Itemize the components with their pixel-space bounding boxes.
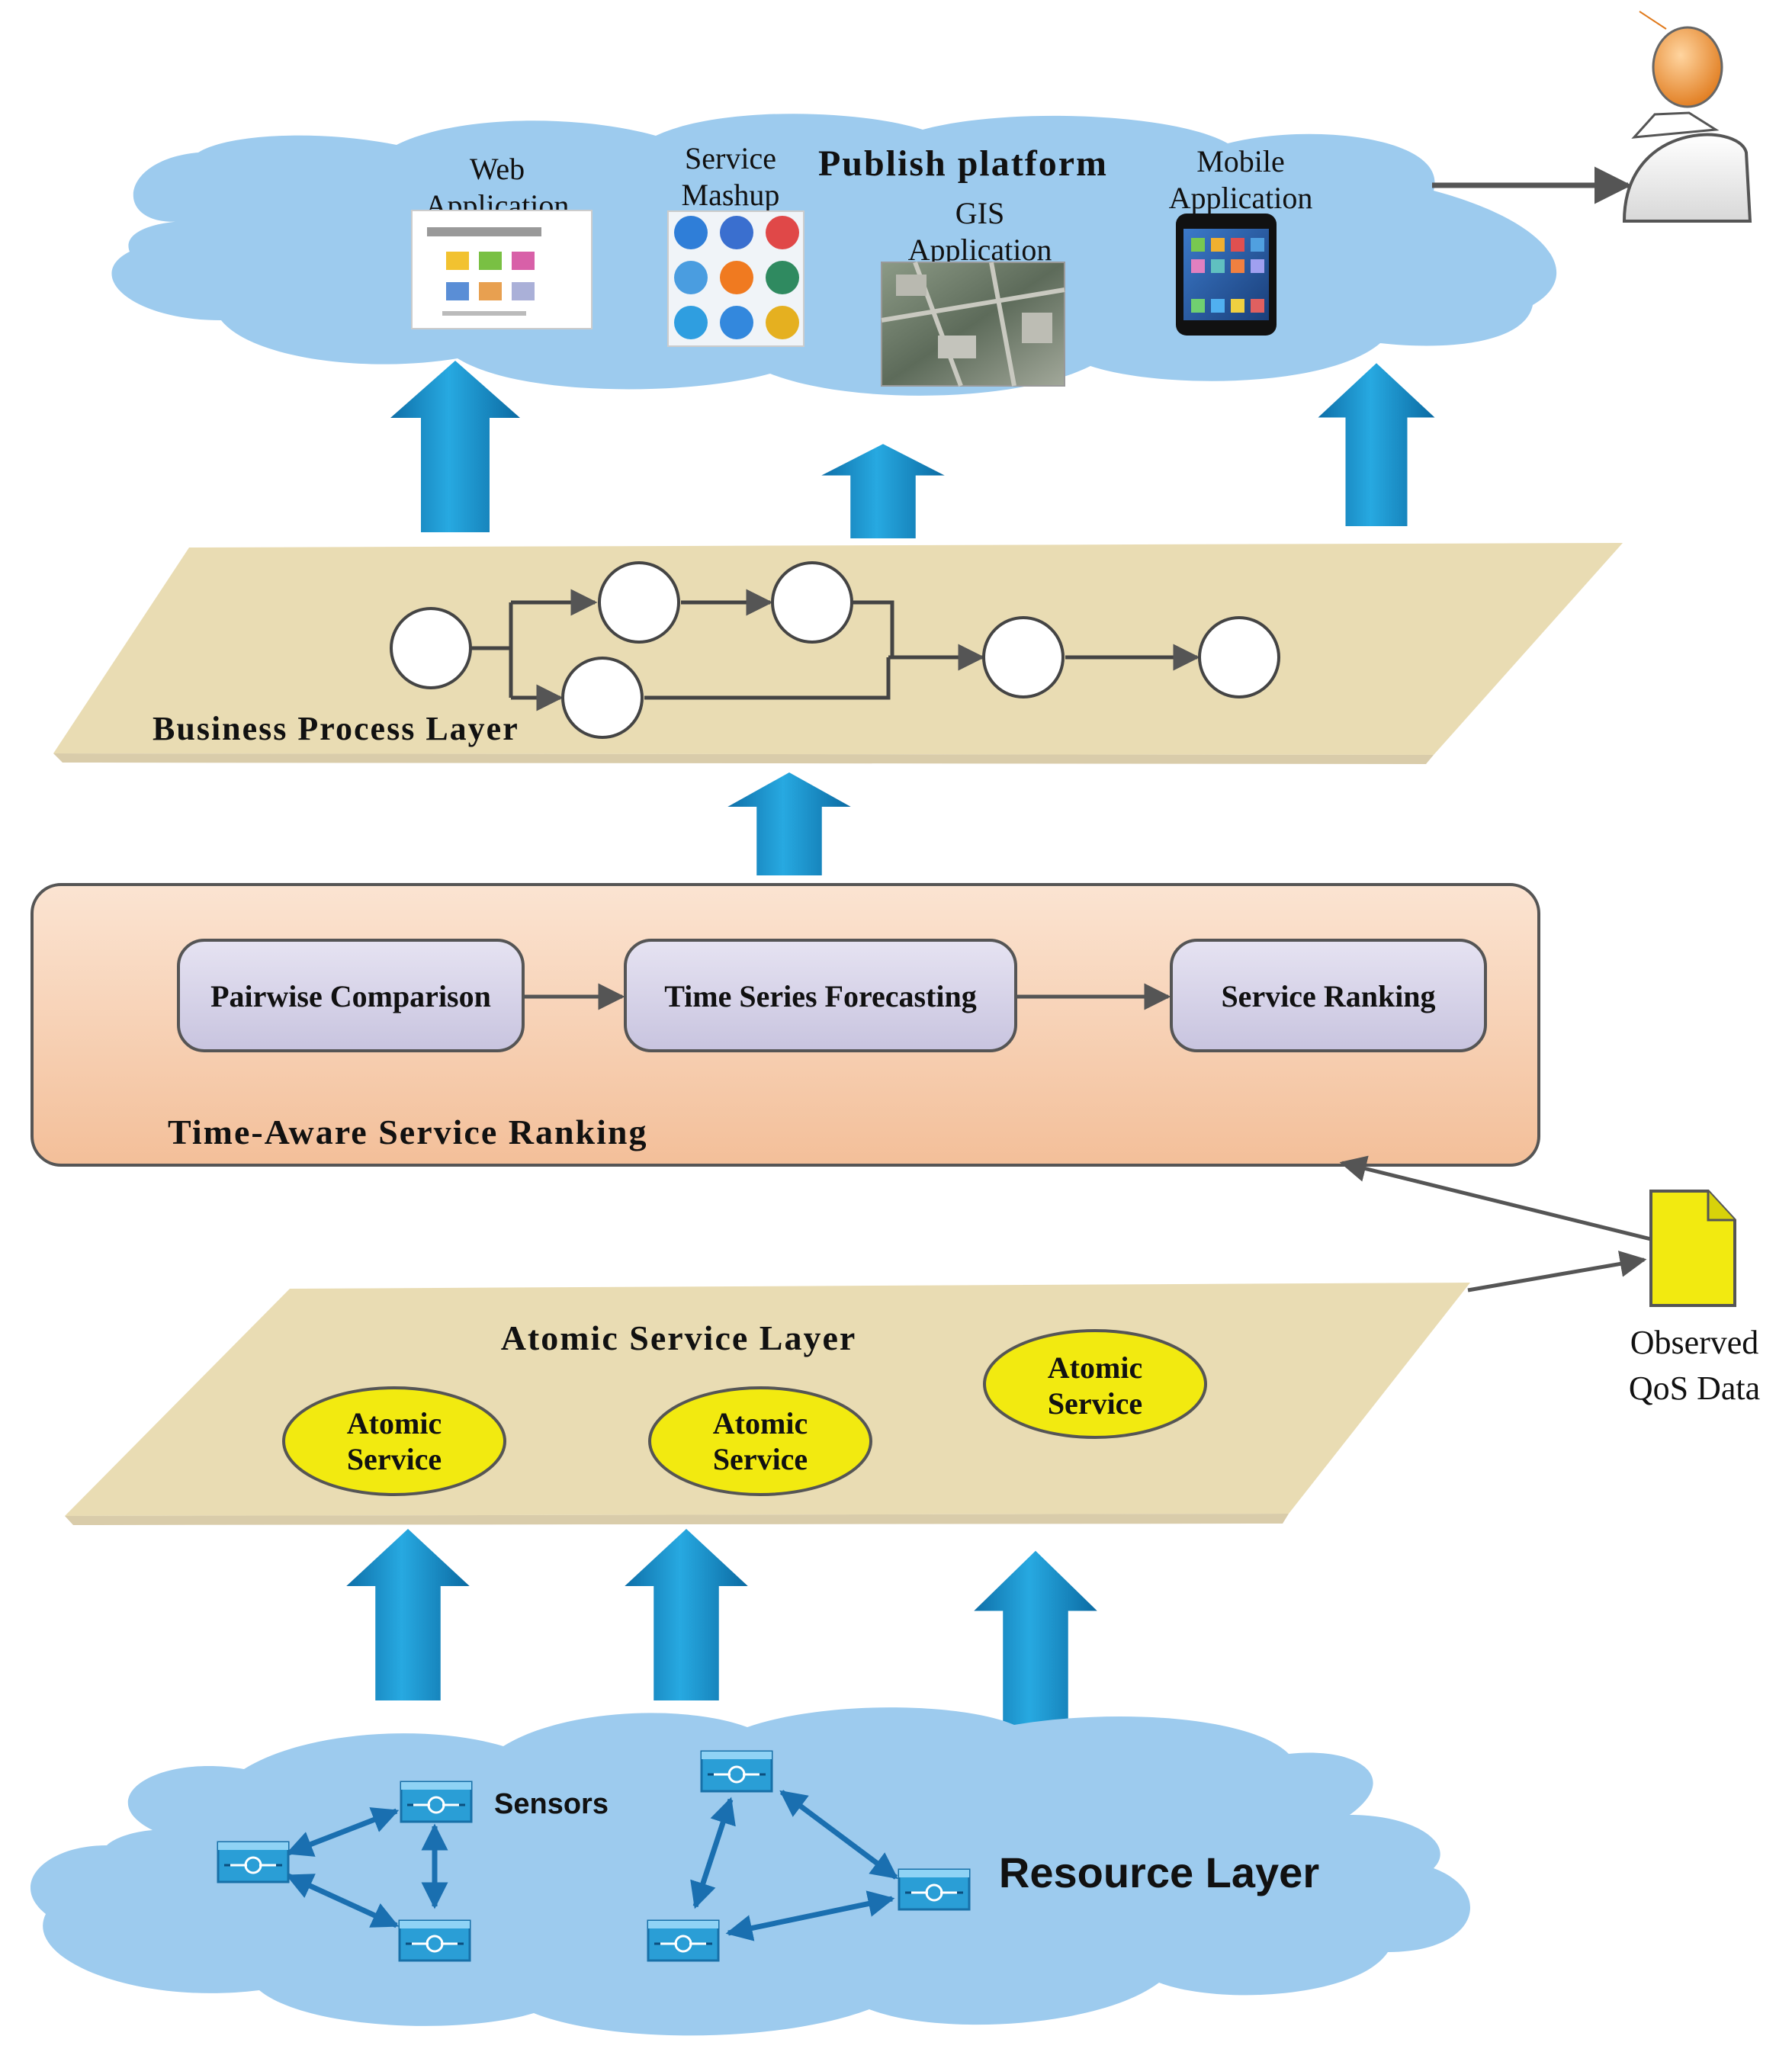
smartphone-icon bbox=[1176, 214, 1277, 336]
atomic-service-node bbox=[648, 1386, 872, 1496]
atomic-service-node bbox=[983, 1329, 1207, 1439]
sensor-icon bbox=[700, 1750, 773, 1793]
up-arrow-bp-to-publish-center bbox=[821, 444, 945, 538]
sensor-icon bbox=[400, 1781, 473, 1823]
up-arrow-bp-to-publish-right bbox=[1318, 363, 1435, 526]
atomic-to-qos-arrow bbox=[1467, 1251, 1647, 1293]
up-arrow-bp-to-publish-left bbox=[390, 361, 520, 532]
time-aware-ranking-panel: Time-Aware Service Ranking Pairwise Comp… bbox=[31, 883, 1540, 1167]
atomic-service-layer-title: Atomic Service Layer bbox=[501, 1318, 857, 1357]
process-node bbox=[1198, 616, 1280, 698]
mobile-app-label-line2: Application bbox=[1169, 181, 1313, 215]
process-node bbox=[390, 607, 472, 689]
sensor-icon bbox=[217, 1841, 290, 1883]
business-process-layer-title: Business Process Layer bbox=[153, 710, 519, 747]
sensor-link bbox=[285, 1873, 400, 1928]
atomic-service-label-line1: Atomic bbox=[1048, 1350, 1142, 1385]
qos-data-label-line2: QoS Data bbox=[1629, 1370, 1760, 1407]
process-flow bbox=[390, 561, 1280, 739]
sensor-icon bbox=[898, 1868, 971, 1911]
sensor-link bbox=[779, 1790, 898, 1880]
service-ranking-label: Service Ranking bbox=[1221, 979, 1435, 1013]
web-app-label-line1: Web bbox=[470, 152, 525, 186]
browser-icons-thumbnail bbox=[667, 210, 804, 347]
publish-platform-title: Publish platform bbox=[818, 143, 1108, 184]
pairwise-comparison-label: Pairwise Comparison bbox=[210, 979, 491, 1013]
atomic-service-layer: Atomic Service Layer Atomic Service Atom… bbox=[65, 1283, 1470, 1525]
pairwise-comparison-box bbox=[177, 939, 525, 1052]
up-arrow-resource-to-atomic-left bbox=[346, 1529, 470, 1700]
time-series-forecasting-label: Time Series Forecasting bbox=[664, 979, 977, 1013]
sensor-link bbox=[725, 1890, 895, 1941]
sensors-label: Sensors bbox=[494, 1788, 609, 1820]
user-icon bbox=[1622, 11, 1752, 223]
time-aware-ranking-title: Time-Aware Service Ranking bbox=[168, 1113, 648, 1151]
process-node bbox=[561, 657, 644, 739]
up-arrow-resource-to-atomic-center bbox=[625, 1529, 748, 1700]
business-process-layer: Business Process Layer bbox=[53, 543, 1623, 764]
atomic-service-label-line2: Service bbox=[347, 1442, 442, 1476]
mobile-app-label-line1: Mobile bbox=[1196, 144, 1285, 178]
time-series-forecasting-box bbox=[624, 939, 1017, 1052]
qos-data-label-line1: Observed bbox=[1630, 1324, 1759, 1361]
mashup-label-line2: Mashup bbox=[682, 178, 780, 212]
web-app-thumbnail bbox=[411, 210, 593, 329]
sensor-icon bbox=[647, 1919, 720, 1962]
gis-app-label-line1: GIS bbox=[955, 196, 1004, 230]
up-arrow-resource-to-atomic-right bbox=[974, 1550, 1097, 1731]
satellite-map-thumbnail bbox=[881, 261, 1065, 387]
document-icon bbox=[1649, 1190, 1736, 1307]
sensor-link bbox=[285, 1807, 400, 1857]
sensor-link bbox=[690, 1797, 736, 1909]
sensor-icon bbox=[398, 1919, 471, 1962]
resource-layer-cloud: Sensors Resource Layer bbox=[30, 1707, 1470, 2036]
atomic-service-label-line1: Atomic bbox=[347, 1406, 442, 1440]
atomic-service-label-line2: Service bbox=[713, 1442, 808, 1476]
process-node bbox=[771, 561, 853, 644]
service-ranking-box bbox=[1170, 939, 1487, 1052]
gis-app-label-line2: Application bbox=[908, 233, 1052, 267]
atomic-service-label-line1: Atomic bbox=[713, 1406, 808, 1440]
up-arrow-ranking-to-bp bbox=[727, 772, 851, 875]
process-node bbox=[982, 616, 1065, 698]
publish-platform-cloud: Publish platform Web Application Service… bbox=[111, 114, 1557, 396]
atomic-service-label-line2: Service bbox=[1048, 1386, 1142, 1421]
resource-layer-title: Resource Layer bbox=[999, 1848, 1319, 1896]
process-node bbox=[598, 561, 680, 644]
qos-to-ranking-arrow bbox=[1339, 1155, 1652, 1241]
mashup-label-line1: Service bbox=[685, 141, 776, 175]
atomic-service-node bbox=[282, 1386, 506, 1496]
